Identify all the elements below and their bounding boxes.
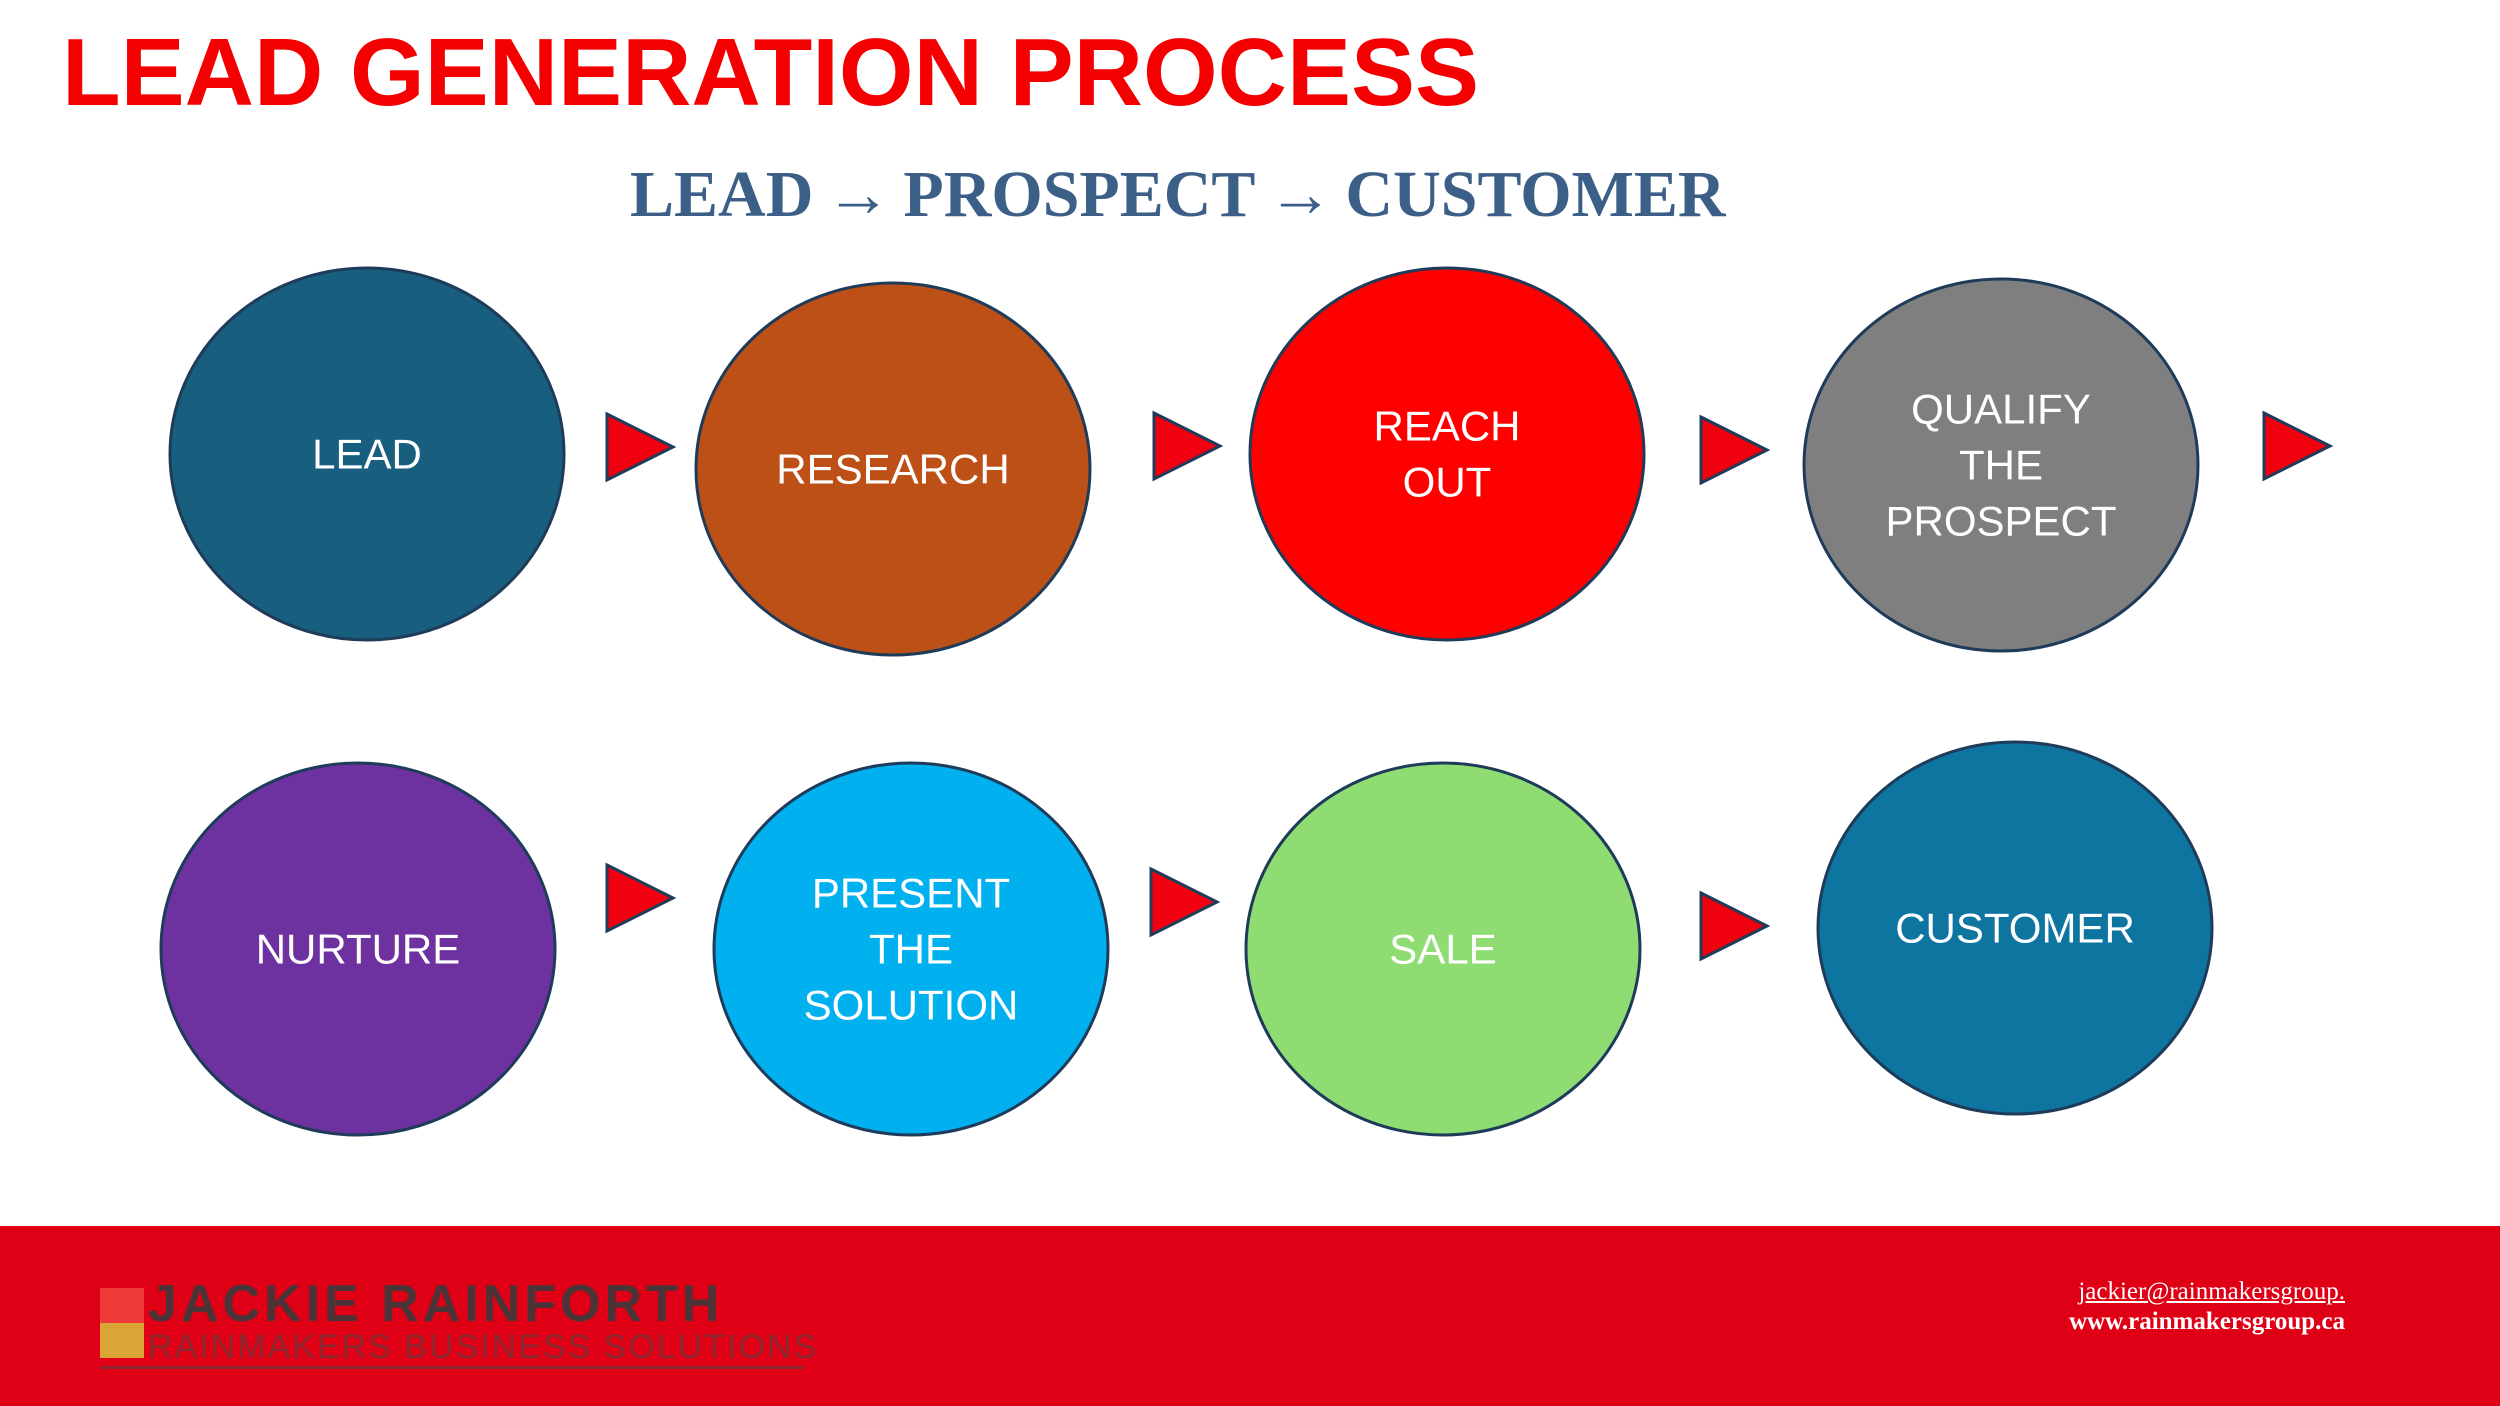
- brand-logo-icon: [100, 1288, 144, 1358]
- step-circle: [159, 761, 557, 1137]
- process-step: RESEARCH: [694, 281, 1092, 657]
- step-label: LEAD: [312, 431, 422, 478]
- process-step: SALE: [1244, 761, 1642, 1137]
- step-label: NURTURE: [256, 926, 461, 973]
- flow-arrow-icon: [2262, 410, 2334, 482]
- brand-name: JACKIE RAINFORTH: [148, 1275, 724, 1333]
- step-label: QUALIFY: [1911, 386, 2091, 433]
- brand-tagline: RAINMAKERS BUSINESS SOLUTIONS: [148, 1328, 819, 1366]
- step-circle: [1816, 740, 2214, 1116]
- step-circle: [712, 761, 1110, 1137]
- flow-arrow-icon: [1149, 866, 1221, 938]
- process-step: NURTURE: [159, 761, 557, 1137]
- step-label: OUT: [1403, 459, 1492, 506]
- process-step: REACH OUT: [1248, 266, 1646, 642]
- arrow-right-icon: →: [825, 158, 892, 231]
- arrow-right-icon: →: [1267, 158, 1334, 231]
- page-title: LEAD GENERATION PROCESS: [62, 19, 1480, 126]
- step-circle: [1244, 761, 1642, 1137]
- step-label: CUSTOMER: [1895, 905, 2135, 952]
- process-step: QUALIFY THE PROSPECT: [1802, 277, 2200, 653]
- step-label: SALE: [1389, 926, 1496, 973]
- contact-email-link[interactable]: jackier@rainmakersgroup.: [2078, 1278, 2345, 1305]
- contact-website-link[interactable]: www.rainmakersgroup.ca: [2069, 1308, 2345, 1335]
- footer-bar: JACKIE RAINFORTH RAINMAKERS BUSINESS SOL…: [0, 1226, 2500, 1406]
- flow-arrow-icon: [1152, 410, 1224, 482]
- subtitle: LEAD→PROSPECT→CUSTOMER: [630, 150, 1726, 240]
- process-step: LEAD: [168, 266, 566, 642]
- subtitle-prospect: PROSPECT: [903, 158, 1256, 231]
- flow-arrow-icon: [1699, 890, 1771, 962]
- step-label: THE: [1959, 442, 2043, 489]
- flow-arrow-icon: [605, 862, 677, 934]
- logo-square-red: [100, 1288, 144, 1323]
- step-circle: [694, 281, 1092, 657]
- step-label: REACH: [1373, 403, 1520, 450]
- process-step: PRESENT THE SOLUTION: [712, 761, 1110, 1137]
- step-label: SOLUTION: [804, 982, 1019, 1029]
- step-circle: [1248, 266, 1646, 642]
- step-label: PRESENT: [812, 870, 1010, 917]
- logo-square-gold: [100, 1323, 144, 1358]
- process-step: CUSTOMER: [1816, 740, 2214, 1116]
- step-circle: [1802, 277, 2200, 653]
- subtitle-customer: CUSTOMER: [1345, 158, 1726, 231]
- step-label: RESEARCH: [776, 446, 1009, 493]
- subtitle-lead: LEAD: [630, 158, 814, 231]
- step-label: THE: [869, 926, 953, 973]
- step-circle: [168, 266, 566, 642]
- flow-arrow-icon: [1699, 414, 1771, 486]
- step-label: PROSPECT: [1885, 498, 2116, 545]
- flow-arrow-icon: [605, 411, 677, 483]
- brand-underline: [100, 1366, 804, 1369]
